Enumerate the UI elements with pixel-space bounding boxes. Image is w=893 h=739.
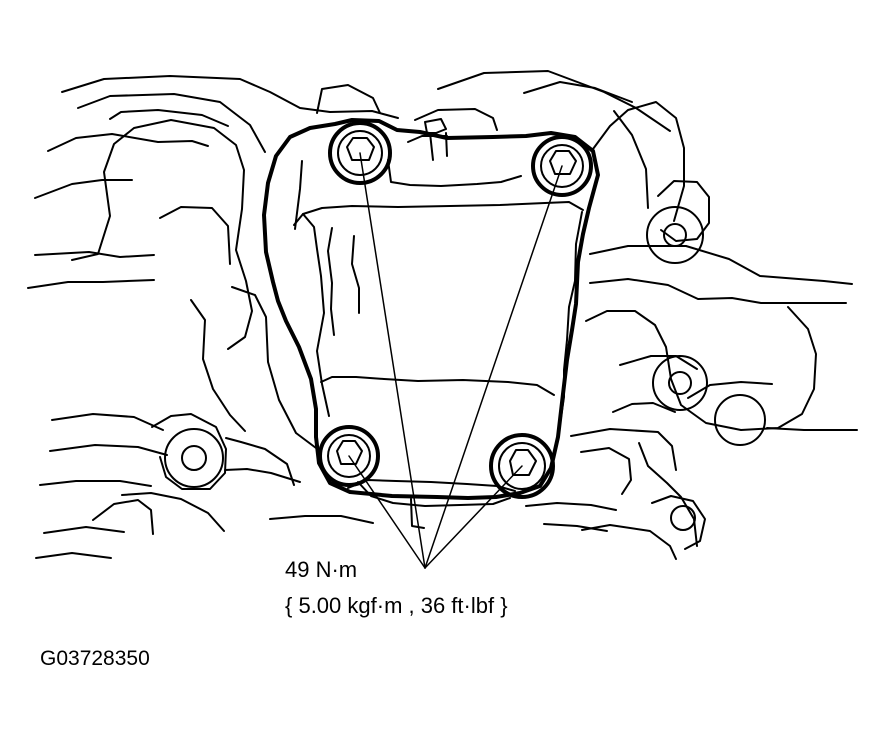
mount-bolt-top-right	[531, 135, 593, 197]
engine-side-boss-right-large	[714, 394, 766, 446]
engine-side-boss-right-upper	[646, 206, 704, 264]
engine-side-boss-left	[164, 428, 224, 488]
torque-specification: 49 N·m	[285, 557, 358, 582]
engine-casting-outline	[27, 70, 858, 560]
engine-side-boss-right-middle	[652, 355, 708, 411]
mount-bolt-top-left	[328, 121, 392, 185]
torque-leader-lines	[348, 152, 563, 569]
engine-mount-bracket	[262, 118, 600, 529]
mount-bolt-bottom-left	[318, 425, 380, 487]
torque-alternate-units: { 5.00 kgf·m , 36 ft·lbf }	[285, 593, 508, 618]
engine-side-boss-right-lower	[670, 505, 696, 531]
figure-code: G03728350	[40, 647, 150, 670]
